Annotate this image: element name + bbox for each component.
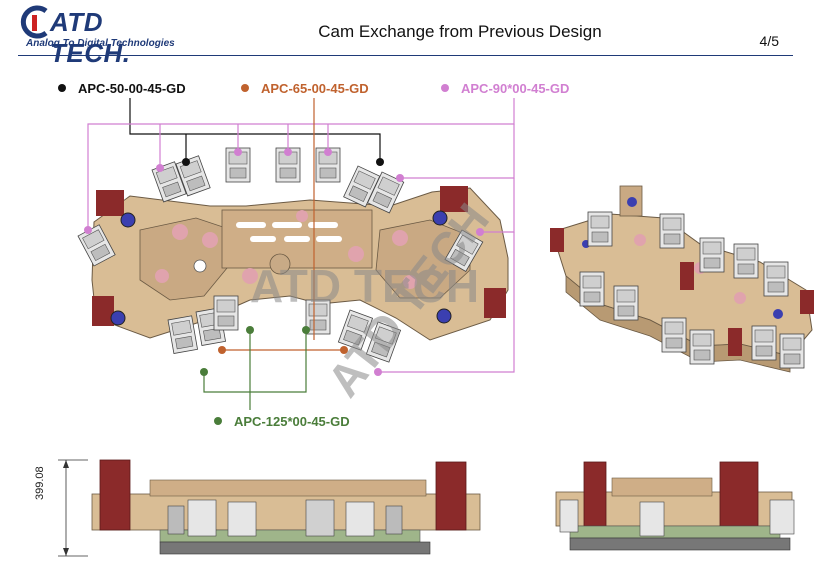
legend-label: APC-125*00-45-GD	[234, 414, 350, 429]
company-logo: ATD TECH. Analog To Digital Technologies	[18, 5, 178, 68]
side-view-side	[555, 461, 795, 551]
callout-orange	[222, 98, 344, 351]
callout-black	[129, 98, 381, 160]
dimension-label: 399.08	[34, 466, 46, 500]
side-view-front	[58, 459, 481, 557]
watermark-text: ATD TECH	[250, 260, 479, 312]
header-divider	[18, 55, 793, 56]
legend-item-apc-90: APC-90*00-45-GD	[441, 81, 569, 96]
legend-item-apc-125: APC-125*00-45-GD	[214, 414, 350, 429]
top-plan-view	[77, 147, 509, 363]
logo-icon	[20, 5, 48, 39]
legend-item-apc-65: APC-65-00-45-GD	[241, 81, 369, 96]
page-number: 4/5	[759, 33, 779, 49]
legend-dot-pink	[441, 84, 449, 92]
isometric-view	[550, 185, 814, 373]
legend-item-apc-50: APC-50-00-45-GD	[58, 81, 186, 96]
legend-dot-orange	[241, 84, 249, 92]
legend-dot-green	[214, 417, 222, 425]
logo-text: ATD TECH.	[50, 7, 131, 68]
legend-dot-black	[58, 84, 66, 92]
legend-label: APC-90*00-45-GD	[461, 81, 570, 96]
legend-label: APC-50-00-45-GD	[78, 81, 186, 96]
callout-pink	[87, 98, 515, 373]
legend-label: APC-65-00-45-GD	[261, 81, 369, 96]
logo-tagline: Analog To Digital Technologies	[26, 38, 175, 49]
slide-title: Cam Exchange from Previous Design	[318, 22, 602, 41]
callout-green	[203, 330, 307, 410]
